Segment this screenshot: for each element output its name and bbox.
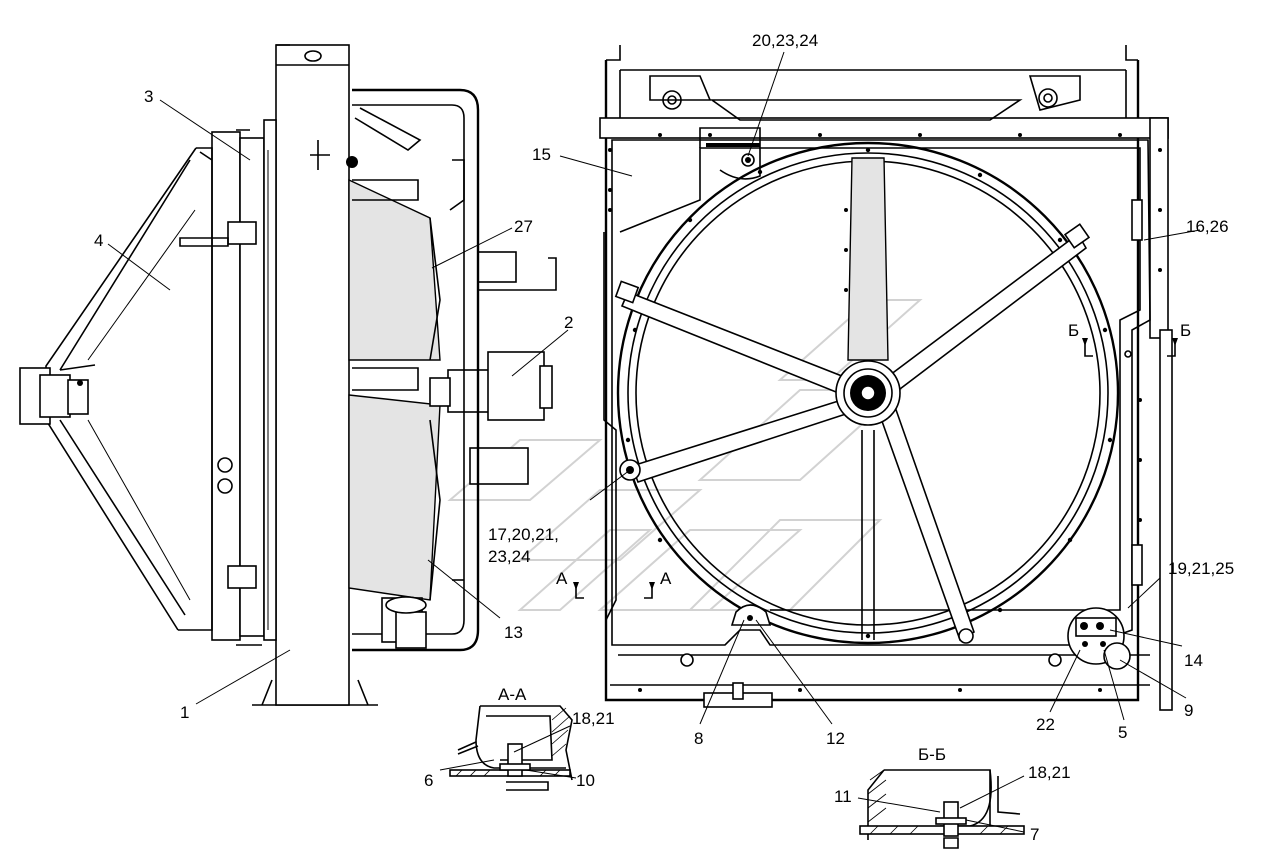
callout-19-21-25: 19,21,25 [1168, 559, 1234, 578]
detail-aa-callout-6: 6 [424, 771, 433, 790]
shroud-bolts [608, 133, 1162, 692]
callout-20-23-24: 20,23,24 [752, 31, 818, 50]
detail-bb-callout-18-21: 18,21 [1028, 763, 1071, 782]
callout-17-line2: 23,24 [488, 547, 531, 566]
section-marks: А А Б Б [556, 321, 1191, 599]
side-view [19, 44, 557, 706]
fan-ring [616, 141, 1120, 645]
callout-labels: 3 4 1 2 27 13 15 20,23,24 16,26 17,20,21… [94, 31, 1234, 844]
leader-lines [107, 51, 1201, 833]
callout-8: 8 [694, 729, 703, 748]
detail-bb-callout-11: 11 [834, 787, 852, 806]
fan-blade-top [847, 157, 889, 361]
ring-bolts [625, 147, 1113, 639]
callout-1: 1 [180, 703, 189, 722]
detail-bb [859, 769, 1025, 849]
callout-2: 2 [564, 313, 573, 332]
detail-bb-title: Б-Б [918, 745, 946, 764]
detail-aa [449, 705, 573, 791]
front-view [599, 45, 1173, 711]
callout-22: 22 [1036, 715, 1055, 734]
callout-12: 12 [826, 729, 845, 748]
section-a-left: А [556, 569, 568, 588]
section-b-left: Б [1068, 321, 1079, 340]
detail-bb-callout-7: 7 [1030, 825, 1039, 844]
callout-4: 4 [94, 231, 103, 250]
detail-aa-callout-10: 10 [576, 771, 595, 790]
callout-14: 14 [1184, 651, 1203, 670]
callout-16-26: 16,26 [1186, 217, 1229, 236]
callout-15: 15 [532, 145, 551, 164]
callout-17-line1: 17,20,21, [488, 525, 559, 544]
callout-9: 9 [1184, 701, 1193, 720]
frame-post [275, 44, 350, 706]
section-b-right: Б [1180, 321, 1191, 340]
detail-aa-callout-18-21: 18,21 [572, 709, 615, 728]
callout-27: 27 [514, 217, 533, 236]
section-a-right: А [660, 569, 672, 588]
detail-aa-title: А-А [498, 685, 527, 704]
callout-5: 5 [1118, 723, 1127, 742]
callout-3: 3 [144, 87, 153, 106]
callout-13: 13 [504, 623, 523, 642]
